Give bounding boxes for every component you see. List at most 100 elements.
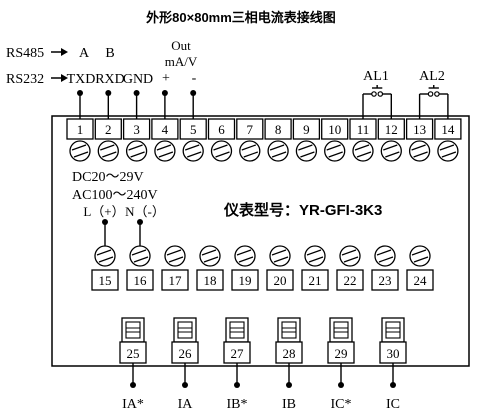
terminal-13-number: 13 xyxy=(413,122,426,137)
terminal-30: 30 xyxy=(379,317,407,364)
terminal-21-screw xyxy=(304,245,326,267)
terminal-2-box xyxy=(94,118,122,140)
terminal-15: 15 xyxy=(91,245,119,291)
terminal-15-screw xyxy=(94,245,116,267)
terminal-19-number: 19 xyxy=(239,273,252,288)
terminal-1: 1 xyxy=(66,118,94,162)
terminal-17-box xyxy=(161,269,189,291)
lead-dot-terminal-4 xyxy=(161,90,168,96)
terminal-7-number: 7 xyxy=(247,122,254,137)
terminal-26-screw xyxy=(177,321,193,339)
terminal-10-screw xyxy=(324,140,346,162)
al2-relay-contact-a xyxy=(427,91,434,97)
ac-supply-label: AC100～240V xyxy=(72,188,158,203)
model-label: 仪表型号：YR-GFI-3K3 xyxy=(223,201,382,219)
terminal-25-number: 25 xyxy=(127,346,140,361)
terminal-30-number: 30 xyxy=(387,346,400,361)
terminal-24-slot-b xyxy=(413,256,429,263)
terminal-16-number: 16 xyxy=(134,273,148,288)
terminal-12: 12 xyxy=(377,118,405,162)
terminal-4-screw xyxy=(154,140,176,162)
terminal-17-number: 17 xyxy=(169,273,183,288)
comm-b-label: B xyxy=(105,46,114,61)
terminal-14-box xyxy=(434,118,462,140)
terminal-2-slot-a xyxy=(100,144,115,151)
terminal-5-slot-b xyxy=(186,151,202,158)
terminal-11-slot-a xyxy=(354,144,370,151)
terminal-12-box xyxy=(377,118,405,140)
terminal-1-screw xyxy=(69,140,91,162)
terminal-3-number: 3 xyxy=(133,122,140,137)
terminal-7-slot-b xyxy=(243,151,259,158)
terminal-10-slot-b xyxy=(328,151,343,158)
lead-dot-terminal-16 xyxy=(137,219,143,225)
terminal-25-screw xyxy=(125,321,141,339)
terminal-9-screw xyxy=(295,140,318,162)
al1-label: AL1 xyxy=(363,69,389,84)
lead-dot-terminal-28 xyxy=(286,382,292,388)
terminal-10-box xyxy=(321,118,349,140)
terminal-27-number: 27 xyxy=(231,346,245,361)
rs485-label: RS485 xyxy=(6,46,44,61)
terminal-19-screw xyxy=(234,245,256,267)
terminal-12-slot-a xyxy=(383,144,398,151)
terminal-4: 4 xyxy=(151,118,179,162)
terminal-12-number: 12 xyxy=(385,122,398,137)
terminal-27: 27 xyxy=(223,317,251,364)
terminal-17-slot-b xyxy=(168,256,184,263)
terminal-21-slot-b xyxy=(308,256,324,263)
terminal-19: 19 xyxy=(231,245,259,291)
terminal-22-box xyxy=(336,269,364,291)
lead-dot-terminal-26 xyxy=(182,382,188,388)
lead-dot-terminal-30 xyxy=(390,382,396,388)
terminal-7: 7 xyxy=(236,118,264,162)
terminal-5-box xyxy=(179,118,207,140)
terminal-4-slot-b xyxy=(158,151,174,158)
terminal-3-box xyxy=(122,118,151,140)
terminal-15-box xyxy=(91,269,119,291)
terminal-22-slot-b xyxy=(343,256,359,263)
terminal-20-slot-b xyxy=(273,256,289,263)
rs232-arrow-head xyxy=(61,74,68,82)
terminal-8-screw xyxy=(267,140,289,162)
terminal-1-number: 1 xyxy=(77,122,84,137)
rxd-label: RXD xyxy=(95,72,125,87)
terminal-18-number: 18 xyxy=(204,273,217,288)
terminal-16-box xyxy=(126,269,154,291)
current-input-label-4: IB xyxy=(282,397,296,412)
terminal-17-screw xyxy=(164,245,186,267)
terminal-10-slot-a xyxy=(326,144,341,151)
terminal-17: 17 xyxy=(161,245,189,291)
terminal-6-number: 6 xyxy=(218,122,225,137)
terminal-23-number: 23 xyxy=(379,273,392,288)
terminal-16: 16 xyxy=(126,245,154,291)
terminal-20-slot-a xyxy=(271,249,287,256)
terminal-24: 24 xyxy=(406,245,434,291)
terminal-15-number: 15 xyxy=(99,273,112,288)
rs485-arrow-head xyxy=(61,48,68,56)
terminal-29: 29 xyxy=(327,317,355,364)
current-input-label-3: IB* xyxy=(227,397,248,412)
terminal-22-number: 22 xyxy=(344,273,357,288)
terminal-14-number: 14 xyxy=(441,122,455,137)
terminal-4-slot-a xyxy=(156,144,172,151)
terminal-5: 5 xyxy=(179,118,207,162)
terminal-24-number: 24 xyxy=(414,273,428,288)
terminal-30-box xyxy=(379,341,407,364)
terminal-6-box xyxy=(207,118,236,140)
terminal-22: 22 xyxy=(336,245,364,291)
live-label: L（+） xyxy=(83,204,124,219)
dc-supply-label: DC20～29V xyxy=(72,170,144,185)
al1-relay-contact-a xyxy=(371,91,377,97)
terminal-16-screw xyxy=(129,245,151,267)
out-minus-label: - xyxy=(192,71,197,86)
al1-relay-contact-b xyxy=(377,91,384,97)
terminal-27-box xyxy=(223,341,251,364)
terminal-14-slot-a xyxy=(439,144,455,151)
terminal-27-screw xyxy=(229,321,245,339)
txd-label: TXD xyxy=(67,72,96,87)
terminal-15-slot-a xyxy=(96,249,112,256)
